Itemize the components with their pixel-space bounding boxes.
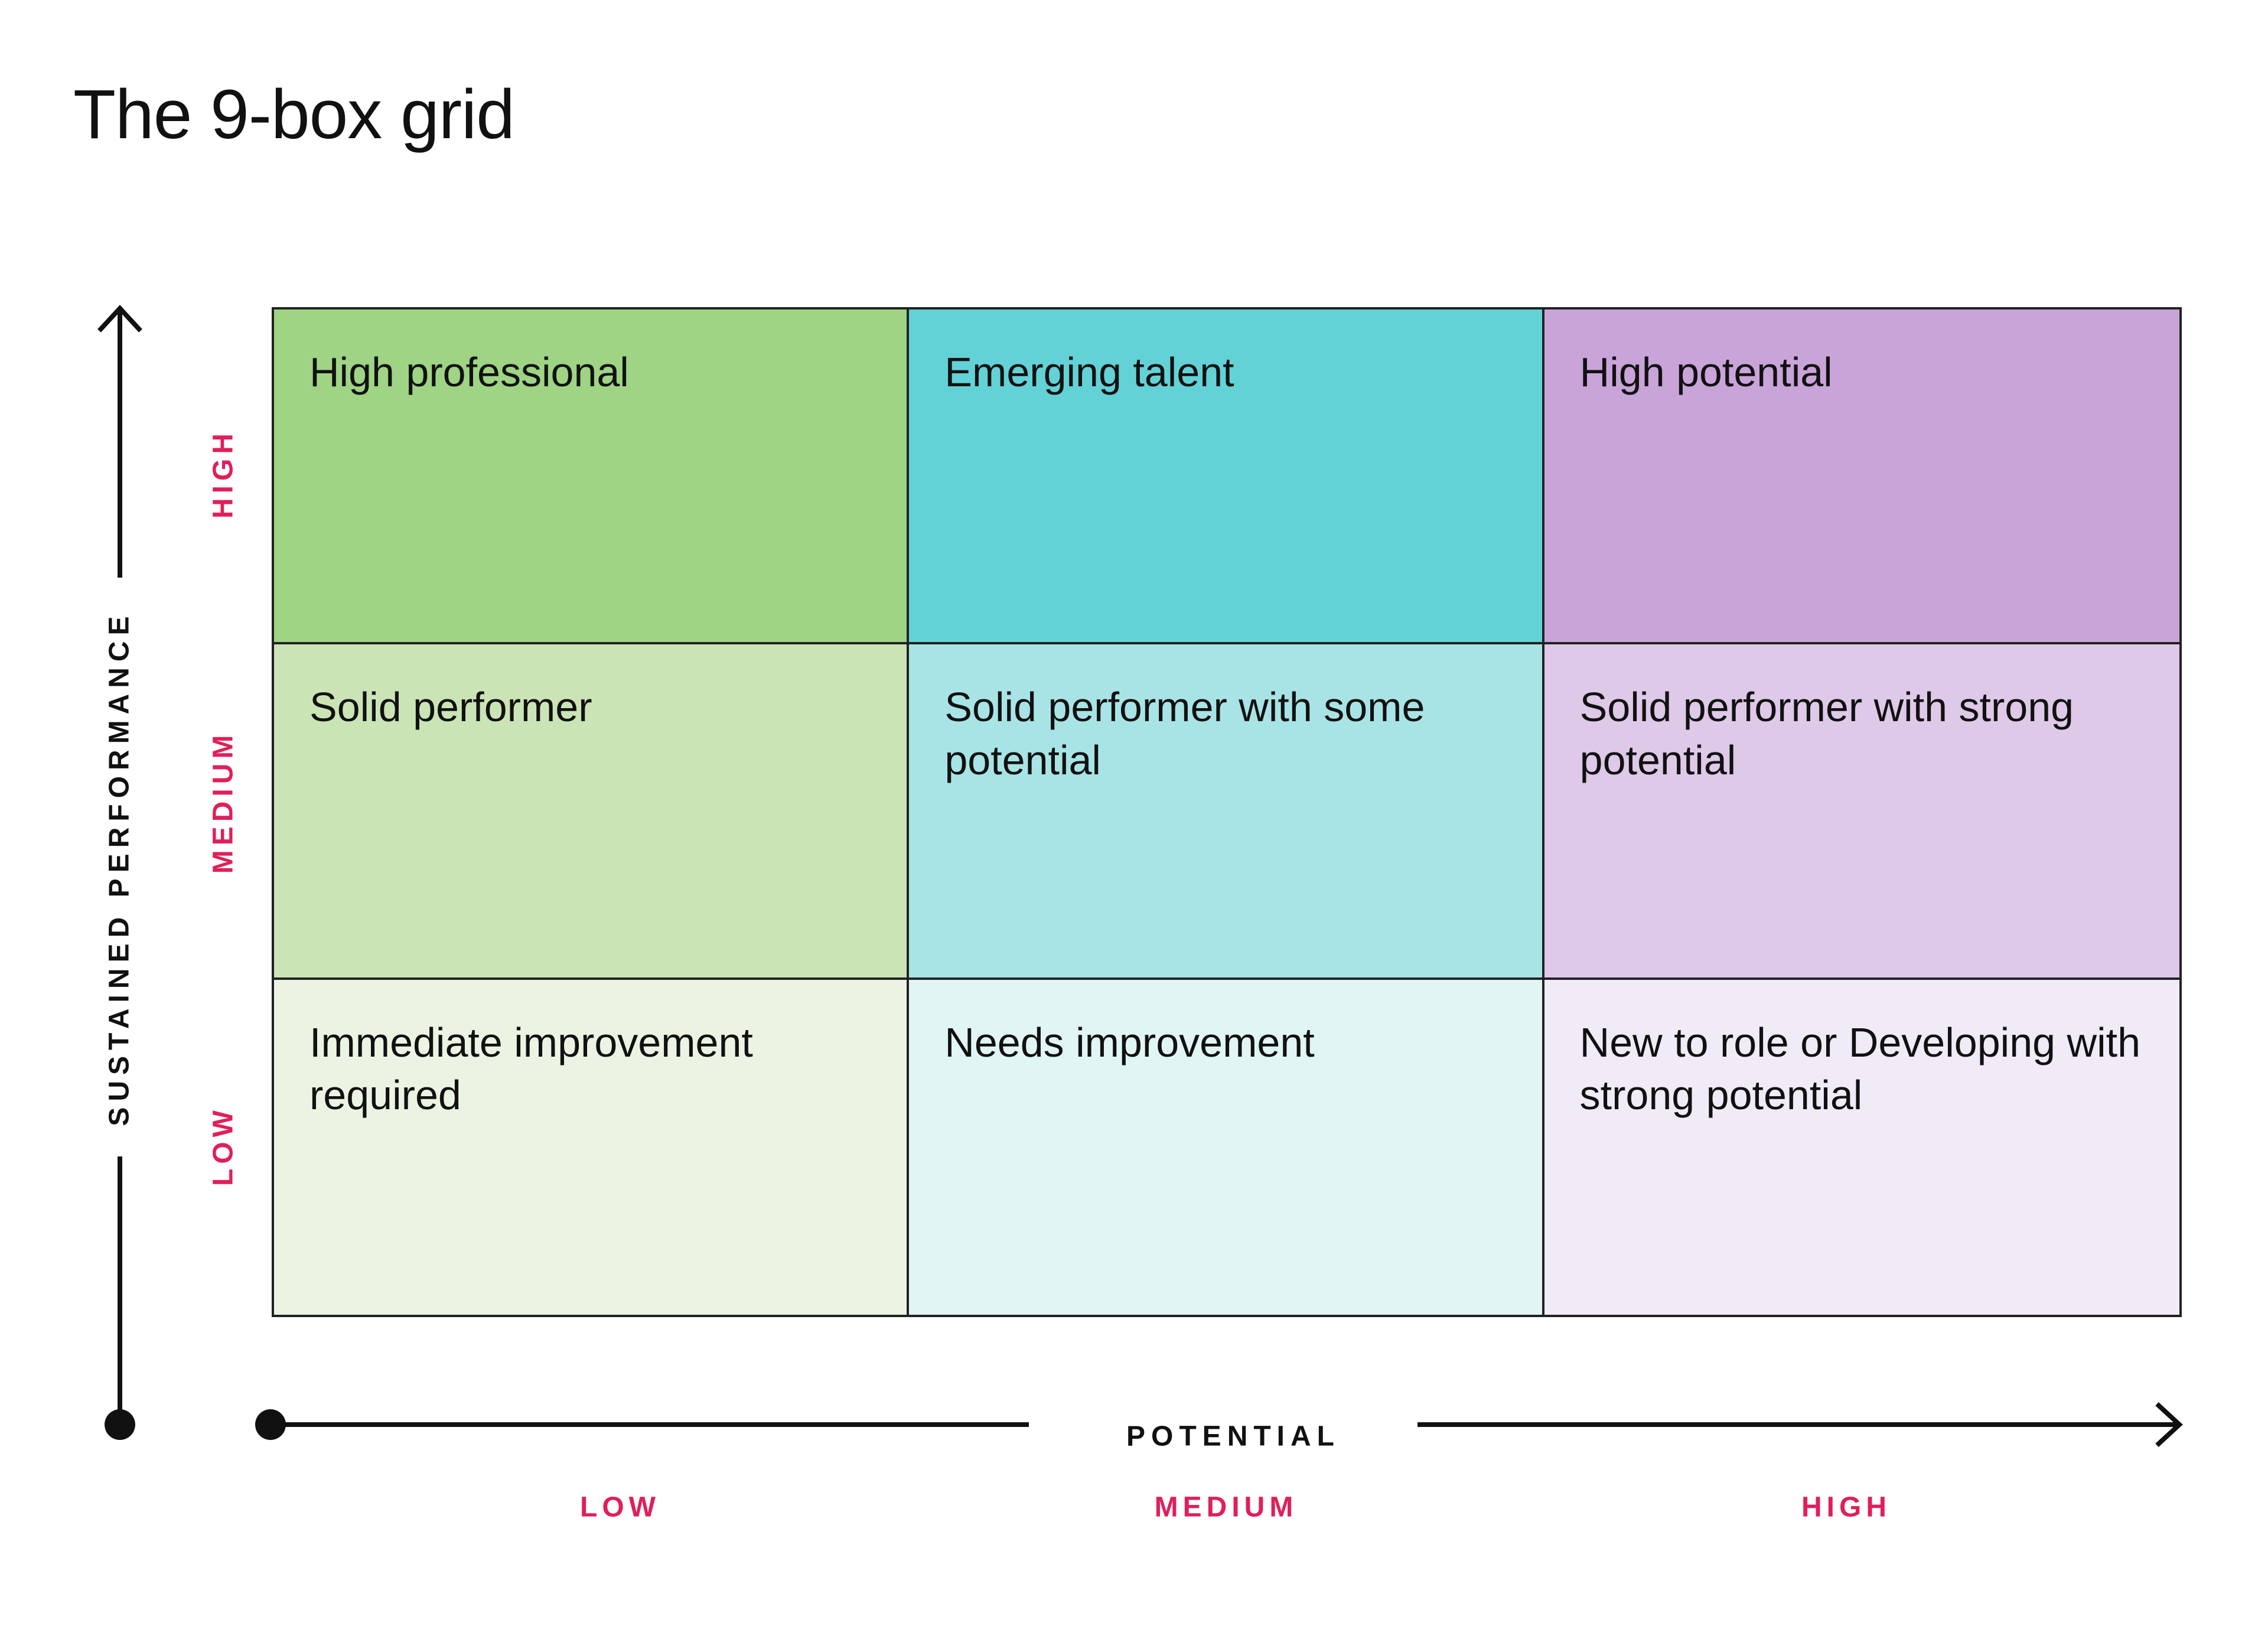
box-low-performance-low-potential: Immediate improvement required <box>274 979 910 1315</box>
box-label: Immediate improvement required <box>309 1019 753 1119</box>
x-level-high: HIGH <box>1801 1491 1891 1523</box>
box-medium-performance-high-potential: Solid performer with strong potential <box>1544 644 2179 980</box>
box-label: High potential <box>1579 349 1833 395</box>
box-low-performance-high-potential: New to role or Developing with strong po… <box>1544 979 2179 1315</box>
box-label: New to role or Developing with strong po… <box>1579 1019 2140 1119</box>
y-level-high: HIGH <box>207 429 239 519</box>
nine-box-grid: High professional Emerging talent High p… <box>272 307 2182 1317</box>
y-axis-origin-dot <box>105 1409 135 1440</box>
box-high-performance-low-potential: High professional <box>274 309 910 645</box>
box-label: Needs improvement <box>944 1019 1315 1066</box>
box-label: High professional <box>309 349 629 395</box>
x-axis-arrowhead <box>2155 1402 2183 1447</box>
x-axis-title: POTENTIAL <box>1126 1420 1340 1452</box>
box-label: Emerging talent <box>944 349 1234 395</box>
box-label: Solid performer with some potential <box>944 684 1425 783</box>
box-medium-performance-low-potential: Solid performer <box>274 644 910 980</box>
page-title: The 9-box grid <box>73 76 515 154</box>
box-low-performance-medium-potential: Needs improvement <box>909 979 1544 1315</box>
box-medium-performance-medium-potential: Solid performer with some potential <box>909 644 1544 980</box>
box-label: Solid performer <box>309 684 592 731</box>
x-level-medium: MEDIUM <box>1154 1491 1298 1523</box>
y-level-medium: MEDIUM <box>207 730 239 874</box>
box-high-performance-medium-potential: Emerging talent <box>909 309 1544 645</box>
box-high-performance-high-potential: High potential <box>1544 309 2179 645</box>
x-level-low: LOW <box>580 1491 660 1523</box>
y-level-low: LOW <box>207 1106 239 1186</box>
box-label: Solid performer with strong potential <box>1579 684 2074 783</box>
y-axis-arrowhead <box>97 305 142 333</box>
y-axis-title: SUSTAINED PERFORMANCE <box>103 610 135 1126</box>
